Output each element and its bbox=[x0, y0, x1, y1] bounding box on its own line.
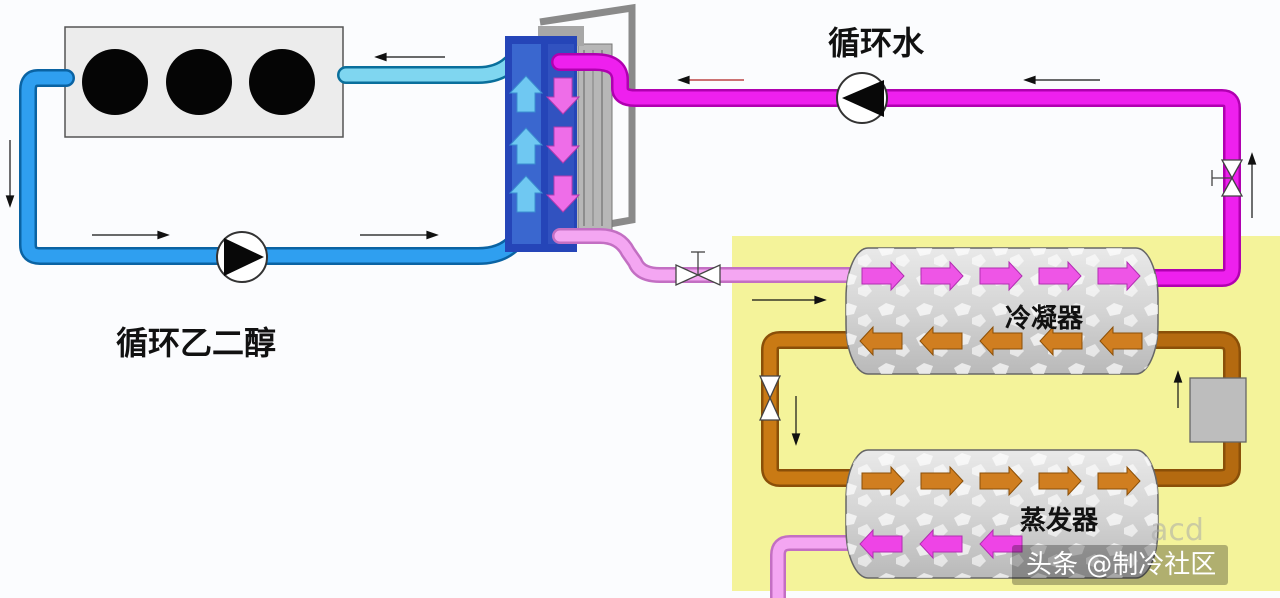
water-pump-icon bbox=[836, 72, 888, 124]
condenser-water-arrows bbox=[861, 260, 1141, 292]
water-loop bbox=[551, 53, 1241, 287]
water-flow-arrows bbox=[677, 75, 1257, 305]
glycol-pump-icon bbox=[216, 231, 268, 283]
evaporator-refrigerant-arrows bbox=[861, 465, 1141, 497]
glycol-flow-arrows bbox=[5, 52, 445, 240]
expansion-valve-icon bbox=[758, 375, 782, 421]
label-condenser: 冷凝器 bbox=[1005, 304, 1084, 334]
compressor bbox=[1189, 377, 1247, 443]
fan-icon bbox=[166, 49, 232, 115]
label-circulating-water: 循环水 bbox=[828, 24, 925, 62]
fan-coil-unit bbox=[64, 26, 344, 138]
fan-icon bbox=[249, 49, 315, 115]
label-evaporator: 蒸发器 bbox=[1020, 506, 1099, 536]
condenser-refrigerant-arrows bbox=[859, 325, 1143, 357]
watermark-badge: 头条 @制冷社区 bbox=[1012, 545, 1229, 585]
fan-icon bbox=[82, 49, 148, 115]
exchanger-water-arrows bbox=[545, 77, 581, 213]
exchanger-glycol-arrows bbox=[508, 75, 544, 213]
label-circulating-glycol: 循环乙二醇 bbox=[116, 324, 277, 362]
faint-watermark-text: acd bbox=[1150, 513, 1204, 548]
water-valve-horizontal-icon bbox=[675, 251, 721, 287]
evaporator-water-pipe bbox=[770, 535, 856, 598]
water-valve-vertical-icon bbox=[1211, 159, 1244, 197]
refrigerant-flow-arrows bbox=[791, 370, 1183, 446]
evaporator-water-arrows bbox=[859, 528, 1023, 560]
